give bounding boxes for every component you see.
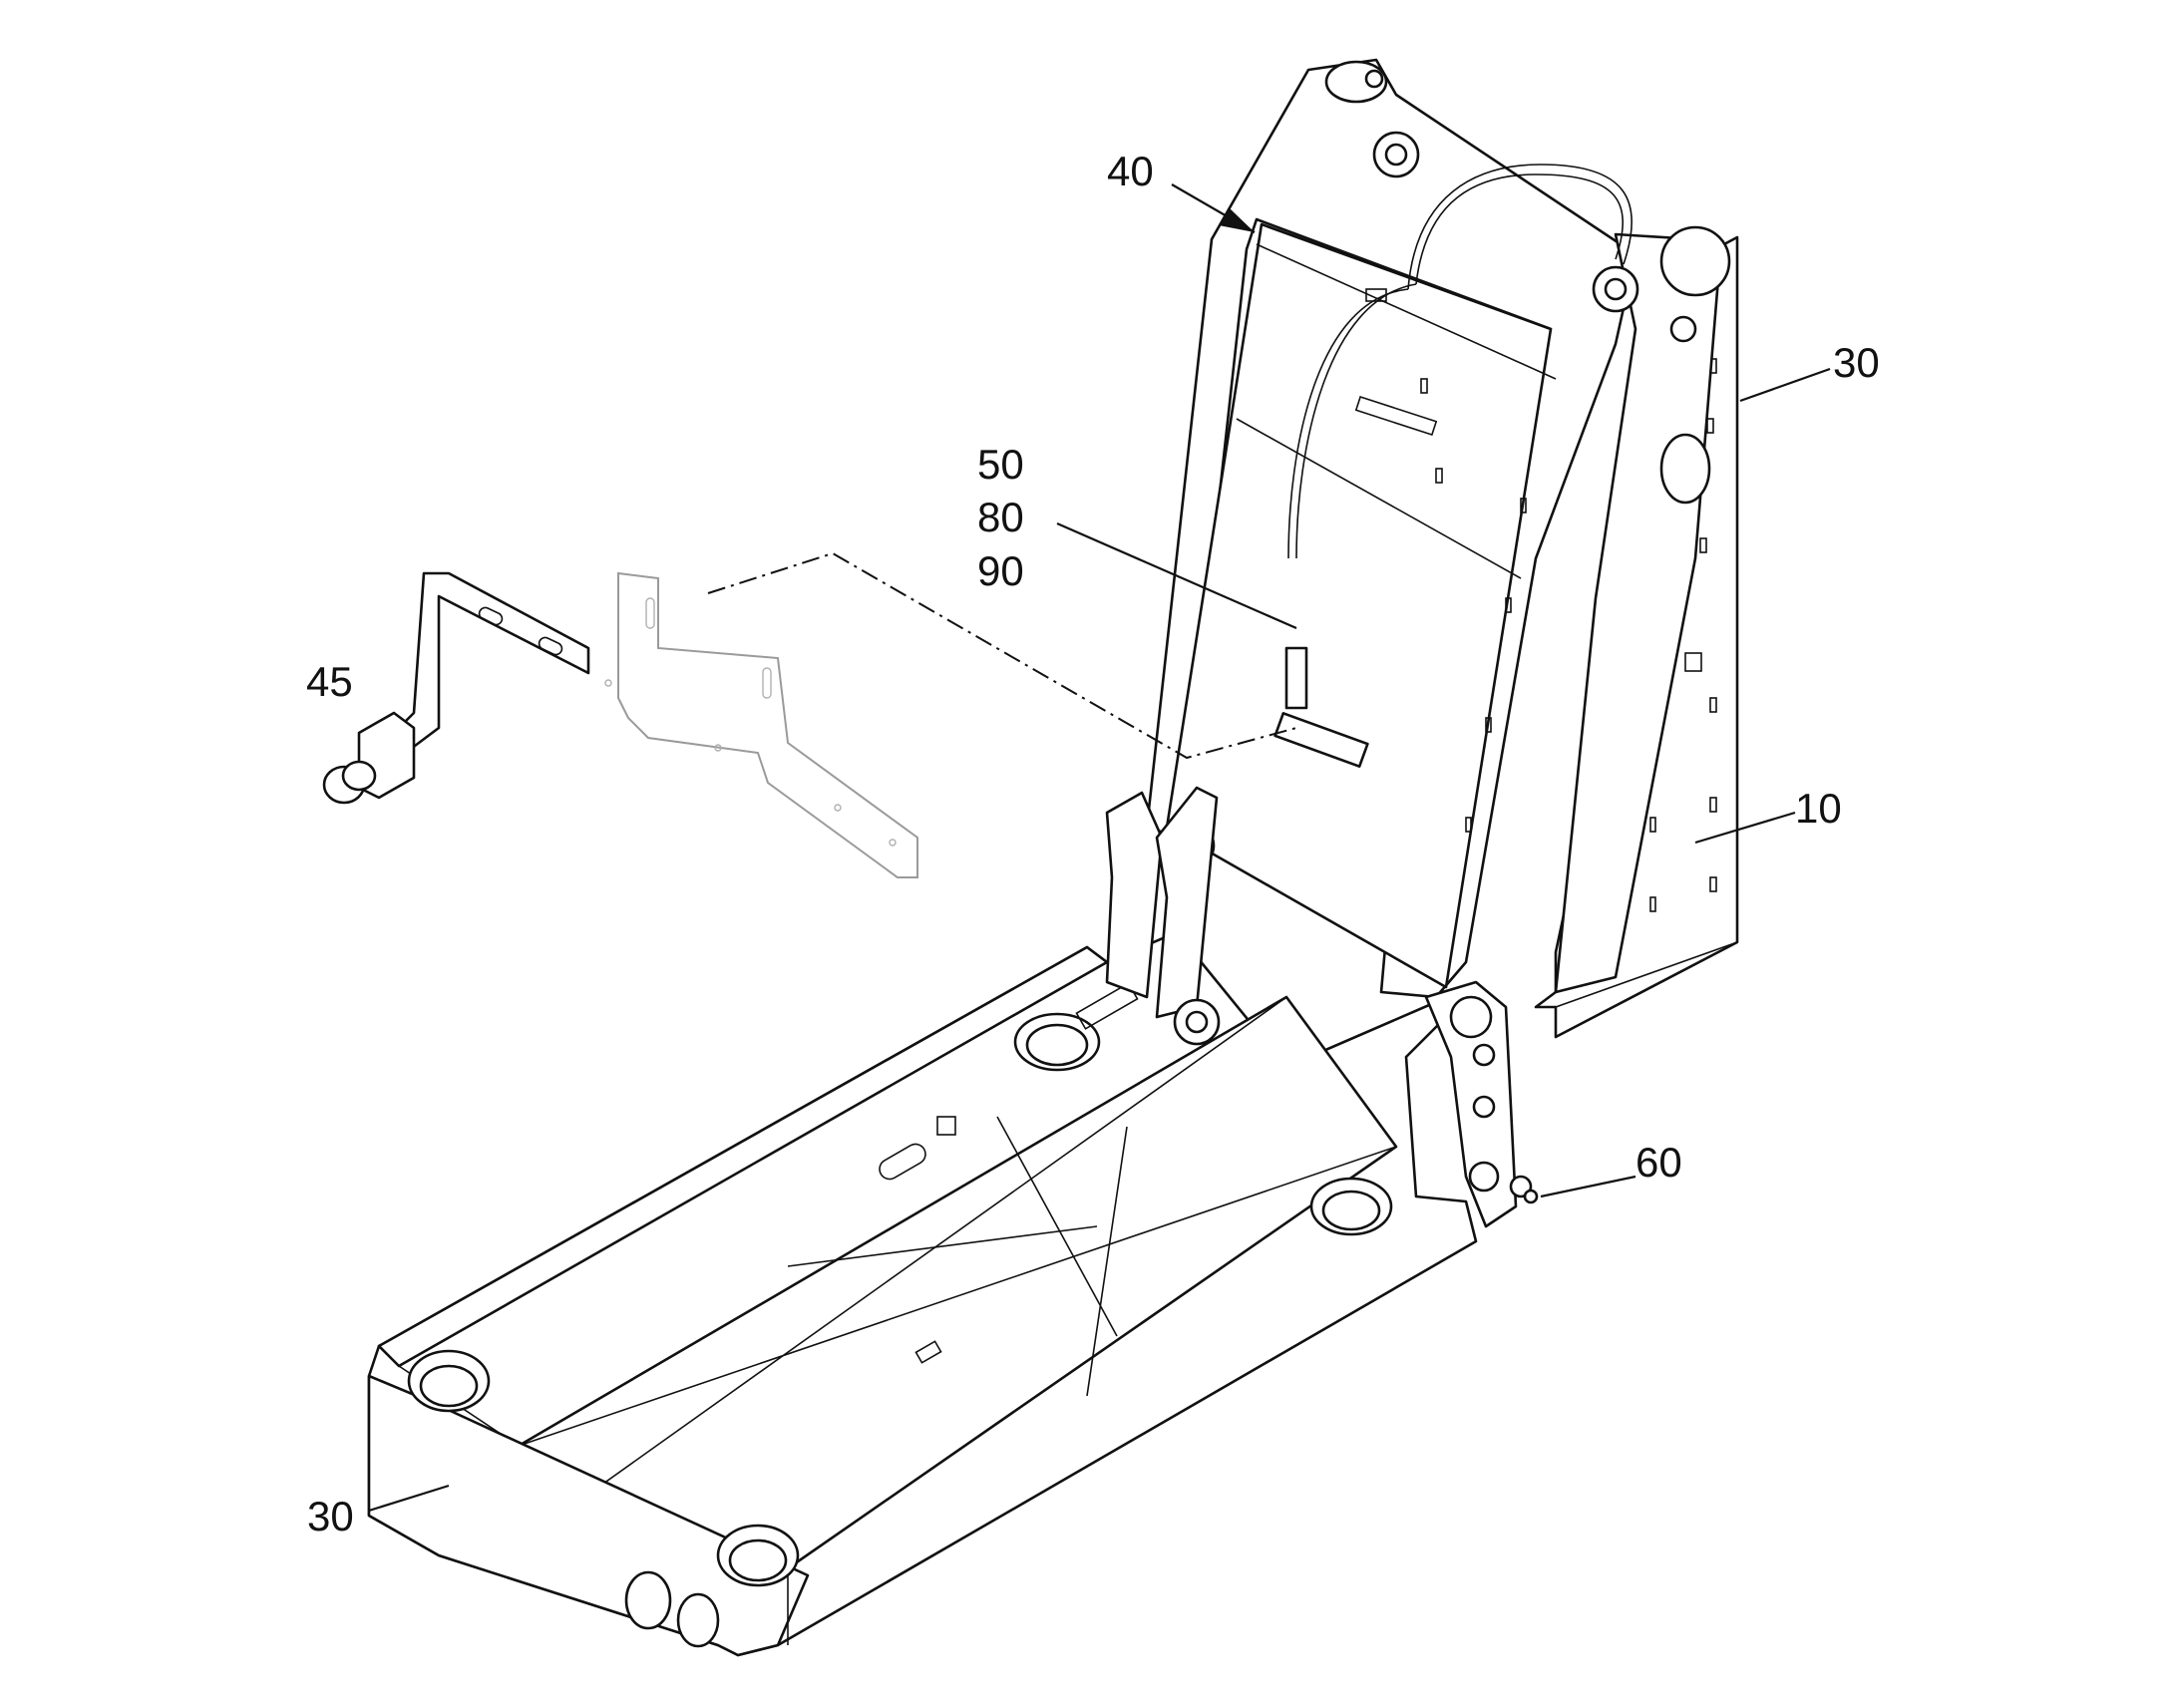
upright-arm-40 [1145, 58, 1731, 999]
label-90: 90 [977, 547, 1024, 594]
bracket-45 [322, 571, 590, 805]
label-50: 50 [977, 441, 1024, 488]
label-40: 40 [1107, 148, 1154, 194]
base-frame-30 [367, 930, 1478, 1657]
ghost-plate [604, 571, 918, 878]
label-60: 60 [1635, 1139, 1682, 1186]
alignment-line [707, 551, 1297, 760]
label-10: 10 [1795, 785, 1842, 832]
pivot-links [1105, 786, 1539, 1228]
label-45: 45 [306, 658, 353, 705]
leader-lines [368, 183, 1831, 1513]
label-30-bottom: 30 [307, 1493, 354, 1539]
clip-60 [1509, 1175, 1539, 1204]
label-80: 80 [977, 494, 1024, 540]
label-30-right: 30 [1833, 339, 1880, 386]
